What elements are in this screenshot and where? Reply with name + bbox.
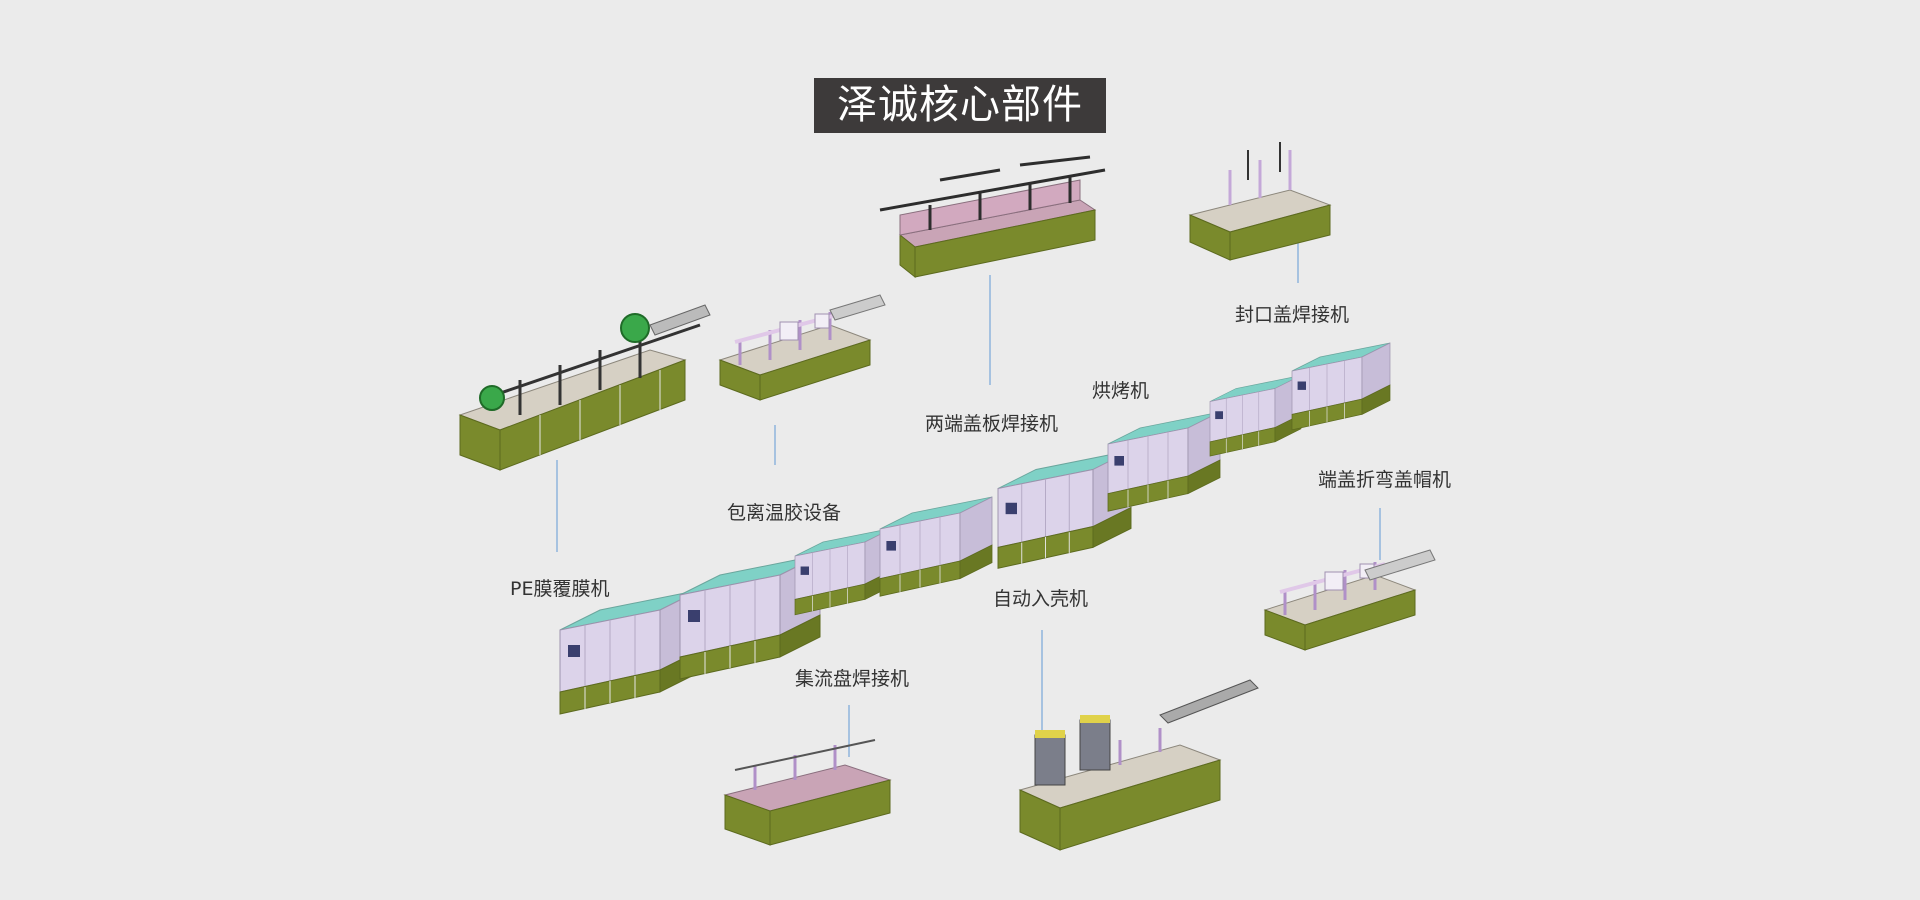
label-baking-machine: 烘烤机 [1092,380,1150,402]
page-title: 泽诚核心部件 [814,78,1106,133]
cap-sealing-welder-illustration [1188,142,1332,261]
label-end-plate-welder: 两端盖板焊接机 [925,413,1059,435]
collector-disc-welder-illustration [723,739,892,846]
label-auto-casing-machine: 自动入壳机 [993,588,1089,610]
end-plate-welder-illustration [879,155,1106,279]
leader-lines [556,228,1381,757]
label-wrap-glue-equipment: 包离温胶设备 [727,502,842,524]
cap-bending-machine-illustration [1263,549,1436,652]
label-cap-bending-machine: 端盖折弯盖帽机 [1318,469,1452,491]
label-pe-film-machine: PE膜覆膜机 [510,578,610,600]
auto-casing-machine-illustration [1018,679,1259,851]
wrap-glue-machine-illustration [718,294,886,402]
label-collector-disc-welder: 集流盘焊接机 [795,668,910,690]
pe-film-machine-illustration [458,304,711,471]
label-cap-sealing-welder: 封口盖焊接机 [1235,304,1350,326]
